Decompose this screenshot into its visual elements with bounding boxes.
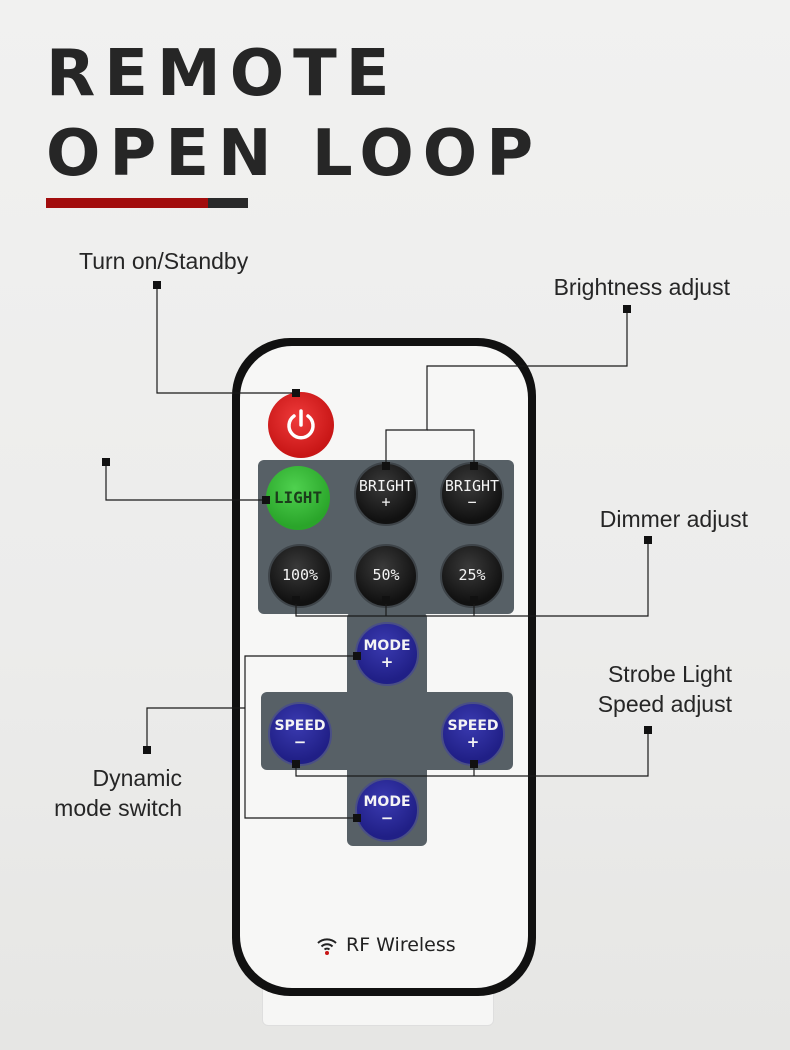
leader-dot	[292, 389, 300, 397]
mode-plus-sign: +	[380, 652, 394, 671]
leader-dot	[102, 458, 110, 466]
leader-dot	[353, 814, 361, 822]
leader-dot	[292, 760, 300, 768]
light-button[interactable]: LIGHT	[266, 466, 330, 530]
speed-minus-sign: −	[293, 732, 307, 751]
speed-plus-label: SPEED	[447, 718, 499, 735]
title-underline-dark	[208, 198, 248, 208]
callout-mode-line-2: mode switch	[54, 795, 182, 821]
callout-brightness: Brightness adjust	[553, 274, 730, 300]
callout-strobe-line-1: Strobe Light	[607, 661, 732, 687]
wifi-icon	[317, 938, 337, 955]
leader-strobe	[295, 730, 649, 777]
leader-dot	[143, 746, 151, 754]
mode-minus-sign: −	[380, 808, 394, 827]
callout-strobe: Strobe Light Speed adjust	[598, 659, 732, 719]
bright-minus-sign: −	[467, 493, 477, 512]
leader-dot	[353, 652, 361, 660]
rf-wireless-text: RF Wireless	[346, 934, 456, 956]
page-title-line-2: OPEN LOOP	[46, 117, 543, 191]
speed-plus-sign: +	[466, 732, 480, 751]
power-button[interactable]	[268, 392, 334, 458]
title-underline-red	[46, 198, 208, 208]
mode-minus-label: MODE	[363, 794, 411, 811]
callout-dimmer: Dimmer adjust	[599, 506, 748, 532]
leader-dot	[292, 596, 300, 604]
rf-wireless-label: RF Wireless	[316, 934, 456, 956]
leader-mode-b	[244, 655, 357, 819]
leader-brightness	[385, 309, 628, 466]
mode-minus-button[interactable]: MODE −	[355, 778, 419, 842]
speed-plus-button[interactable]: SPEED +	[441, 702, 505, 766]
bright-minus-button[interactable]: BRIGHT −	[440, 462, 504, 526]
leader-dot	[382, 462, 390, 470]
page-title-line-1: REMOTE	[46, 37, 399, 111]
bright-plus-button[interactable]: BRIGHT +	[354, 462, 418, 526]
power-icon	[287, 409, 315, 440]
leader-dot	[644, 726, 652, 734]
callout-power: Turn on/Standby	[79, 248, 249, 274]
callout-mode-line-1: Dynamic	[92, 765, 182, 791]
leader-brightness-b	[427, 429, 475, 466]
leader-dot	[470, 760, 478, 768]
leader-dot	[470, 462, 478, 470]
speed-minus-label: SPEED	[274, 718, 326, 735]
leader-light	[105, 462, 266, 501]
bright-minus-label: BRIGHT	[444, 476, 500, 495]
leader-dimmer	[295, 540, 649, 617]
leader-dot	[262, 496, 270, 504]
leader-dot	[623, 305, 631, 313]
mode-plus-label: MODE	[363, 638, 411, 655]
leader-dot	[153, 281, 161, 289]
leader-dot	[470, 596, 478, 604]
leader-dot	[644, 536, 652, 544]
leader-mode	[146, 707, 245, 750]
callout-strobe-line-2: Speed adjust	[597, 691, 732, 717]
leader-dot	[382, 596, 390, 604]
speed-minus-button[interactable]: SPEED −	[268, 702, 332, 766]
mode-plus-button[interactable]: MODE +	[355, 622, 419, 686]
bright-plus-sign: +	[381, 493, 391, 512]
leader-power	[156, 285, 296, 394]
bright-plus-label: BRIGHT	[358, 476, 414, 495]
callout-mode: Dynamic mode switch	[54, 763, 182, 823]
